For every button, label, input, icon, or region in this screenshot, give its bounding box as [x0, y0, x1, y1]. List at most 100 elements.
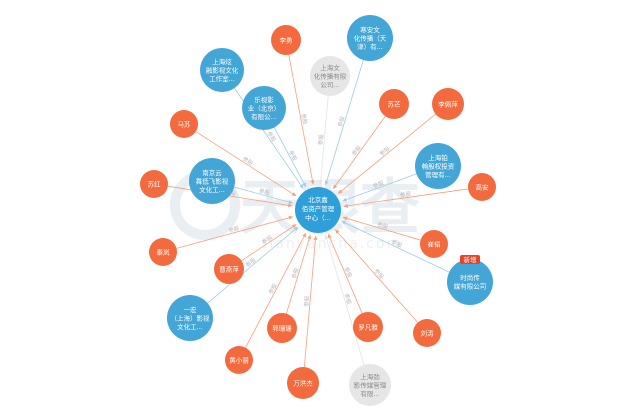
node-n9[interactable]: 上海铂翰股权投资管理有... — [415, 143, 461, 189]
node-circle-n14[interactable] — [149, 238, 177, 266]
node-circle-n6[interactable] — [379, 89, 409, 119]
node-n10[interactable]: 南京云舞低飞影视文化工... — [189, 158, 235, 204]
center-node-line-2: 佰资产管理 — [302, 204, 335, 213]
node-circle-n18[interactable] — [267, 313, 297, 343]
node-circle-n10[interactable] — [189, 158, 235, 204]
edge-arrow-n20 — [327, 233, 332, 239]
node-label-n3-2: 融影视文化 — [206, 65, 239, 74]
node-label-n4-3: 公司... — [320, 81, 339, 89]
node-circle-n21[interactable] — [413, 319, 441, 347]
node-n2[interactable]: 寒安文化传播（天津）有... — [347, 15, 393, 61]
node-n23[interactable]: 上海劲影传媒管理有限... — [349, 364, 391, 406]
center-node[interactable]: 北京嘉 佰资产管理 中心（... — [295, 187, 341, 233]
edge-label-n13: 参股 — [376, 220, 389, 231]
edge-arrow-n10 — [288, 200, 293, 205]
edge-n5 — [273, 127, 307, 188]
node-label-n5-2: 业（北京） — [248, 103, 281, 112]
node-circle-n19[interactable] — [225, 346, 253, 374]
node-label-n4-1: 上海文 — [320, 63, 340, 72]
center-node-circle[interactable] — [295, 187, 341, 233]
edge-arrow-n4 — [318, 179, 323, 185]
edge-label-n20: 参股 — [343, 266, 355, 280]
edge-label-n21: 参股 — [372, 267, 386, 281]
edge-label-n6: 参股 — [350, 143, 363, 157]
node-label-n19-1: 黄小丽 — [229, 355, 249, 364]
edge-n12 — [343, 188, 469, 207]
edge-n2 — [325, 59, 364, 186]
node-circle-n20[interactable] — [353, 312, 383, 342]
edge-label-n23: 参股 — [343, 292, 354, 305]
node-circle-n15[interactable] — [214, 254, 244, 284]
node-circle-n22[interactable] — [287, 367, 319, 399]
node-n22[interactable]: 万洪杰 — [287, 367, 319, 399]
node-n3[interactable]: 上海炫融影视文化工作室... — [200, 48, 244, 92]
node-circle-n11[interactable] — [140, 170, 168, 198]
node-circle-n12[interactable] — [468, 173, 496, 201]
node-n7[interactable]: 李佩萍 — [432, 88, 464, 120]
node-n1[interactable]: 李勇 — [271, 25, 301, 55]
node-circle-n8[interactable] — [170, 110, 198, 138]
node-label-n2-1: 寒安文 — [360, 25, 380, 34]
node-circle-n3[interactable] — [200, 48, 244, 92]
node-label-n5-3: 有限公... — [251, 112, 277, 121]
node-label-n16-1: 时尚传 — [460, 273, 480, 282]
new-badge-label: 新增 — [464, 255, 477, 264]
node-n6[interactable]: 苏芒 — [379, 89, 409, 119]
node-n11[interactable]: 苏红 — [140, 170, 168, 198]
node-circle-n13[interactable] — [420, 230, 448, 258]
node-circle-n7[interactable] — [432, 88, 464, 120]
edge-n7 — [337, 113, 436, 194]
node-label-n8-1: 马苏 — [178, 119, 192, 128]
node-circle-n5[interactable] — [242, 86, 286, 130]
node-label-n6-1: 苏芒 — [388, 99, 402, 108]
node-n17[interactable]: 一宏（上海）影视文化工... — [167, 295, 213, 341]
edge-arrow-n6 — [333, 184, 338, 189]
edge-arrow-n17 — [293, 226, 299, 231]
edge-n17 — [207, 226, 299, 304]
edge-label-n22: 参股 — [302, 295, 311, 307]
node-circle-n16[interactable] — [447, 259, 493, 305]
node-n12[interactable]: 高安 — [468, 173, 496, 201]
edge-n18 — [285, 234, 311, 314]
node-n14[interactable]: 秦岚 — [149, 238, 177, 266]
node-n18[interactable]: 郭珊珊 — [267, 313, 297, 343]
node-circle-n2[interactable] — [347, 15, 393, 61]
edge-label-n7: 参股 — [378, 144, 392, 157]
node-circle-n1[interactable] — [271, 25, 301, 55]
edge-label-n9: 参股 — [372, 178, 386, 189]
new-badge — [460, 255, 480, 264]
edge-n11 — [167, 185, 293, 207]
node-label-n15-1: 曹燕萍 — [219, 264, 239, 273]
edge-label-n4: 参股 — [316, 133, 325, 145]
edge-arrow-n12 — [343, 203, 348, 208]
node-n8[interactable]: 马苏 — [170, 110, 198, 138]
edge-n13 — [342, 216, 421, 241]
edge-n16 — [341, 220, 450, 273]
node-circle-n9[interactable] — [415, 143, 461, 189]
node-circle-n17[interactable] — [167, 295, 213, 341]
center-node-line-3: 中心（... — [305, 213, 331, 222]
edge-n8 — [195, 131, 297, 197]
node-n21[interactable]: 刘涛 — [413, 319, 441, 347]
node-n4[interactable]: 上海文化传播有限公司... — [310, 56, 350, 96]
node-label-n9-2: 翰股权投资 — [422, 161, 455, 170]
node-label-n7-1: 李佩萍 — [438, 99, 458, 108]
node-circle-n4[interactable] — [310, 56, 350, 96]
watermark-subtext: tianyancha.com — [262, 236, 402, 252]
edge-label-n8: 参股 — [241, 154, 255, 167]
node-n19[interactable]: 黄小丽 — [225, 346, 253, 374]
node-n5[interactable]: 乐视影业（北京）有限公... — [242, 86, 286, 130]
node-circle-n23[interactable] — [349, 364, 391, 406]
node-label-n16-2: 媒有限公司 — [454, 282, 487, 291]
node-n15[interactable]: 曹燕萍 — [214, 254, 244, 284]
edge-n14 — [176, 216, 294, 249]
node-n13[interactable]: 崔韬 — [420, 230, 448, 258]
node-n20[interactable]: 罗凡雅 — [353, 312, 383, 342]
edge-label-n5: 参股 — [287, 149, 299, 163]
edge-n20 — [327, 233, 363, 314]
node-label-n10-3: 文化工... — [199, 185, 225, 194]
node-label-n1-1: 李勇 — [280, 35, 293, 44]
edge-n1 — [288, 54, 314, 185]
